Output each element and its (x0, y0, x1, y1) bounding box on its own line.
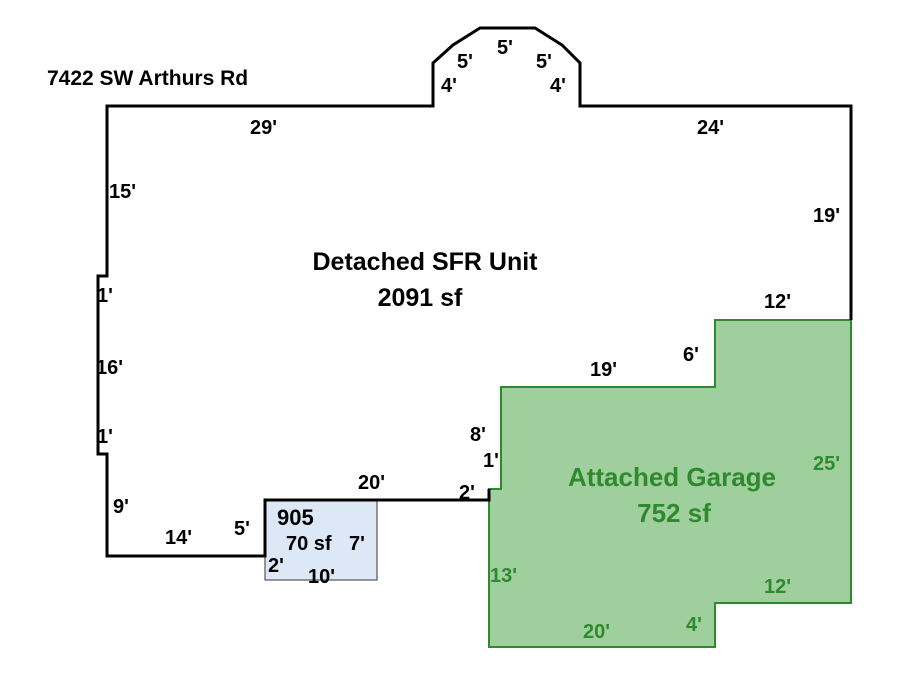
dim-right-side: 19' (813, 205, 840, 227)
dim-left-upper: 15' (109, 181, 136, 203)
dim-left-lower: 9' (113, 496, 129, 518)
garage-notch-vertical-dim: 4' (686, 614, 702, 636)
dim-inner-jog-horizontal: 2' (459, 482, 475, 504)
dim-bay-left-lower: 4' (441, 75, 457, 97)
small-area-bottom-dim: 10' (308, 566, 335, 588)
address-label: 7422 SW Arthurs Rd (47, 67, 248, 90)
dim-bay-right-lower: 4' (550, 75, 566, 97)
garage-shape (488, 319, 852, 648)
garage-name-label: Attached Garage (568, 462, 776, 492)
dim-left-middle: 16' (96, 357, 123, 379)
garage-bottom-dim: 20' (583, 621, 610, 643)
dim-left-jog-upper: 1' (97, 285, 113, 307)
small-area-left-dim: 5' (234, 518, 250, 540)
garage-left-dim: 13' (490, 565, 517, 587)
dim-step-vertical: 6' (683, 344, 699, 366)
house-area-label: 2091 sf (378, 284, 463, 312)
house-name-label: Detached SFR Unit (312, 248, 538, 276)
small-area-area-label: 70 sf (286, 533, 332, 555)
dim-bay-left-diag: 5' (457, 51, 473, 73)
dim-inner-vertical: 8' (470, 424, 486, 446)
dim-house-top-left: 29' (250, 117, 277, 139)
small-area-shape (264, 499, 378, 581)
dim-bay-right-diag: 5' (536, 51, 552, 73)
small-area-bottom-left-dim: 2' (268, 555, 284, 577)
dim-left-jog-lower: 1' (97, 426, 113, 448)
dim-bottom-middle: 20' (358, 472, 385, 494)
dim-inner-jog: 1' (483, 450, 499, 472)
garage-area-label: 752 sf (637, 498, 711, 528)
dim-bottom-left: 14' (165, 527, 192, 549)
small-area-id-label: 905 (277, 505, 314, 530)
dim-house-top-right: 24' (697, 117, 724, 139)
dim-step-horizontal: 19' (590, 359, 617, 381)
dim-bay-top: 5' (497, 37, 513, 59)
dim-step-top: 12' (764, 291, 791, 313)
garage-notch-horizontal-dim: 12' (764, 576, 791, 598)
small-area-right-dim: 7' (349, 533, 365, 555)
house-outline (96, 26, 853, 558)
garage-right-dim: 25' (813, 453, 840, 475)
